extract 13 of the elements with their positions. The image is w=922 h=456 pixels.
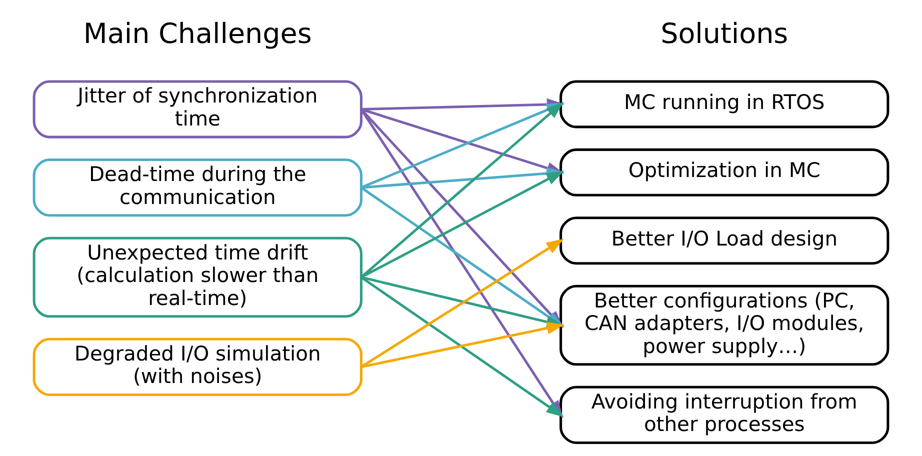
- node-box: Dead-time during the communication: [32, 158, 362, 217]
- arrow: [360, 170, 564, 278]
- label: Main Challenges: [83, 17, 312, 50]
- node-box: MC running in RTOS: [560, 80, 890, 128]
- node-box: Unexpected time drift (calculation slower than real-time): [32, 236, 362, 318]
- arrow: [360, 322, 565, 368]
- node-box: Optimization in MC: [560, 148, 890, 196]
- node-box: Jitter of synchronization time: [32, 80, 362, 138]
- node-box: Avoiding interruption from other processes: [560, 386, 890, 444]
- label: Solutions: [660, 17, 788, 50]
- node-box: Better I/O Load design: [560, 216, 890, 265]
- node-box: Better configurations (PC, CAN adapters, I/O modules, power supply…): [560, 284, 890, 366]
- node-box: Degraded I/O simulation (with noises): [32, 338, 362, 396]
